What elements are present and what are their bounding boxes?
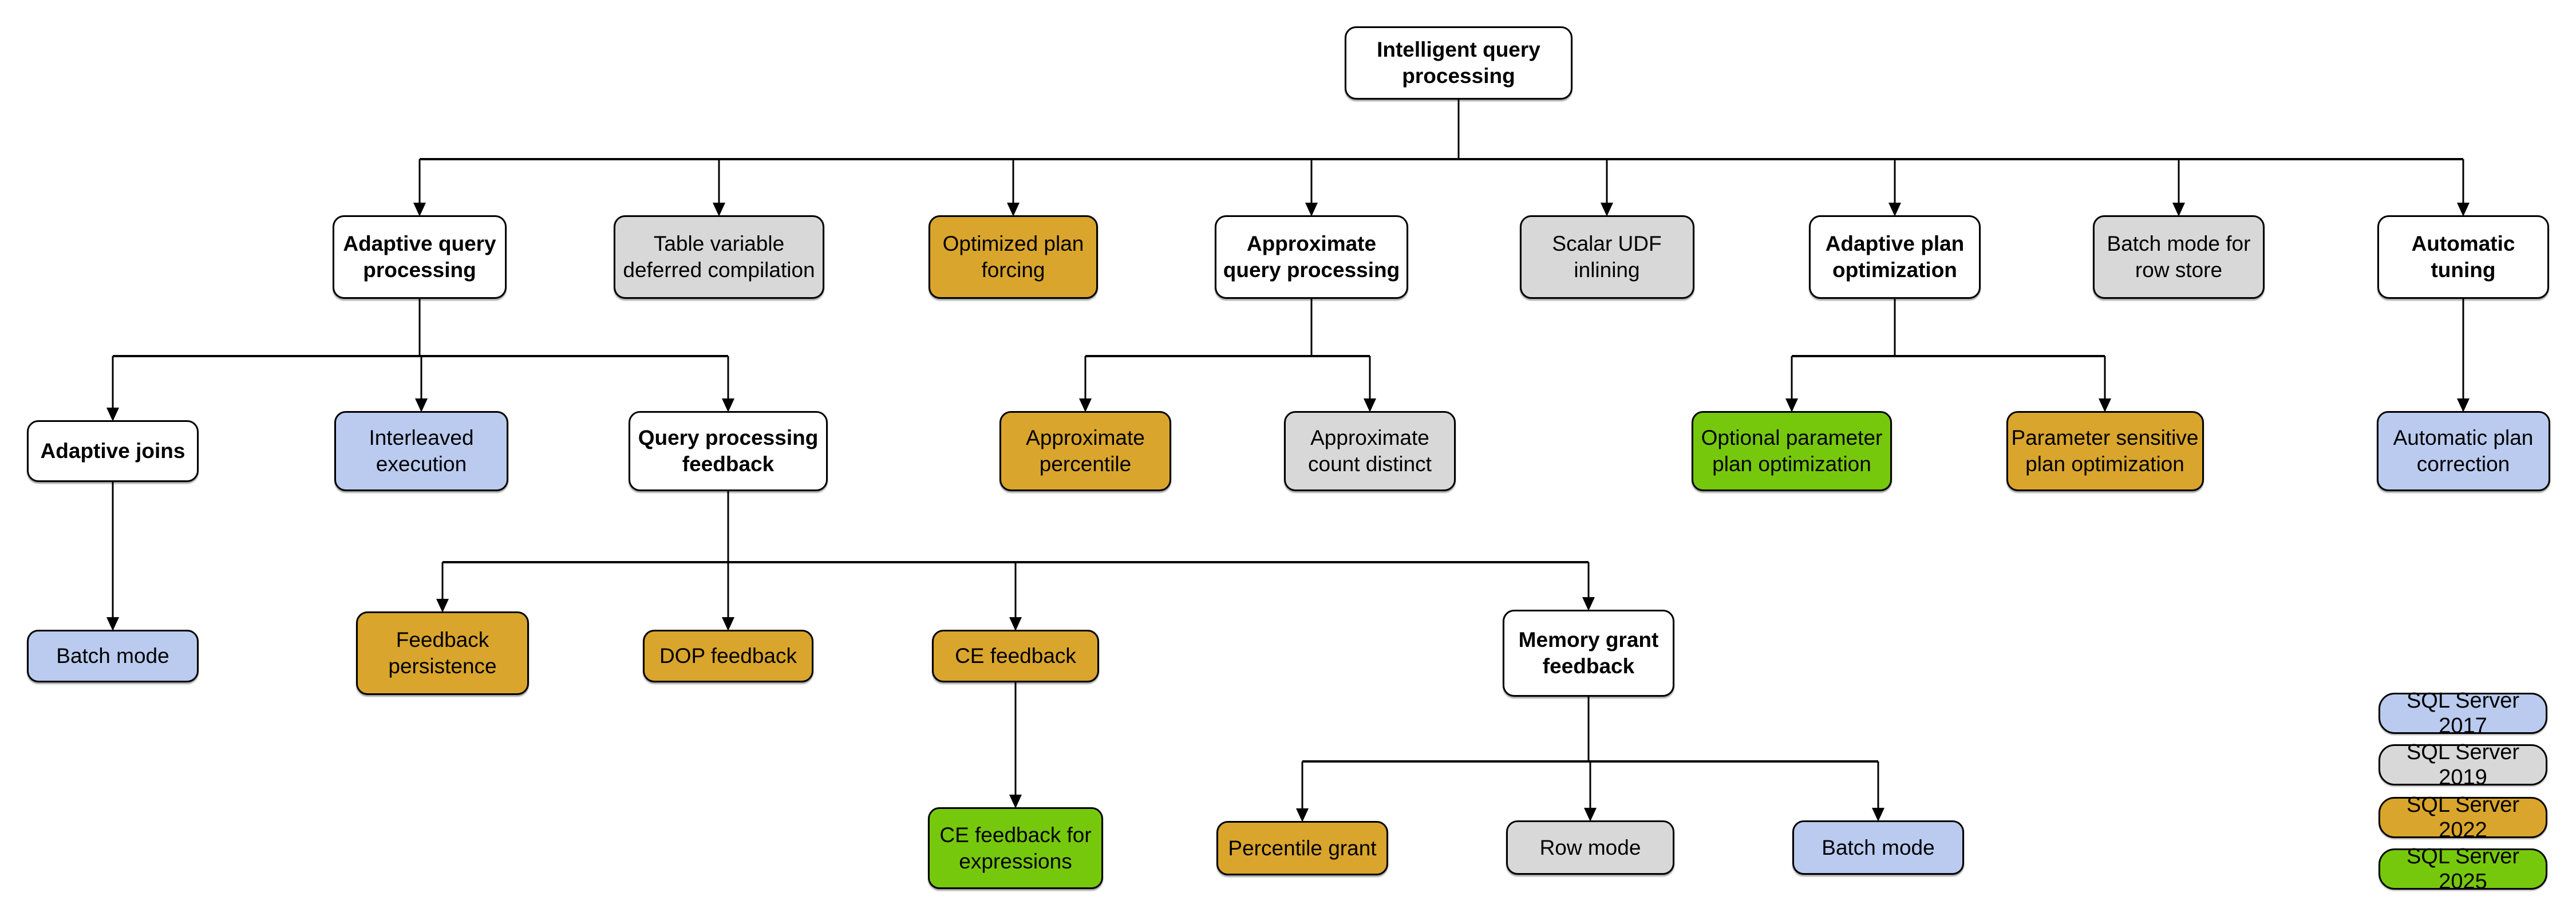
node-rm: Row mode [1506,820,1674,875]
arrowhead [1009,617,1022,631]
legend-label: SQL Server 2022 [2406,793,2520,842]
node-apo: Adaptive plan optimization [1809,215,1981,299]
node-label: Adaptive query processing [343,232,496,282]
arrowhead [1305,203,1318,216]
node-acd: Approximate count distinct [1284,411,1456,491]
node-label: Scalar UDF inlining [1552,232,1662,282]
node-dop: DOP feedback [643,630,813,682]
node-approxqp: Approximate query processing [1215,215,1408,299]
node-at: Automatic tuning [2377,215,2549,299]
arrowhead [1888,203,1901,216]
node-bm2: Batch mode [1792,820,1964,875]
arrowhead [722,398,734,412]
node-label: Memory grant feedback [1518,628,1659,678]
arrowhead [436,599,449,613]
node-label: Parameter sensitive plan optimization [2011,426,2199,476]
arrowhead [106,617,119,631]
arrowhead [1872,808,1884,822]
arrowhead [713,203,725,216]
arrowhead [1009,795,1022,808]
node-label: Approximate percentile [1026,426,1145,476]
arrowhead [1296,808,1309,822]
node-bm1: Batch mode [27,630,199,682]
arrowhead [1007,203,1020,216]
arrowhead [2172,203,2185,216]
node-label: Approximate count distinct [1308,426,1432,476]
node-mgf: Memory grant feedback [1503,610,1674,697]
node-label: Percentile grant [1228,836,1377,860]
node-label: Adaptive plan optimization [1825,232,1965,282]
node-label: Batch mode for row store [2107,232,2251,282]
arrowhead [1364,398,1376,412]
node-sudf: Scalar UDF inlining [1519,215,1694,299]
node-label: Optional parameter plan optimization [1701,426,1883,476]
arrowhead [415,398,428,412]
node-label: CE feedback [955,644,1076,668]
node-fp: Feedback persistence [356,611,529,695]
node-label: DOP feedback [659,644,797,668]
legend-item-sql-server-2022: SQL Server 2022 [2379,793,2547,842]
node-label: CE feedback for expressions [939,823,1092,873]
node-label: Feedback persistence [388,628,497,678]
legend-label: SQL Server 2019 [2406,740,2520,789]
node-label: Approximate query processing [1223,232,1400,282]
arrowhead [1785,398,1798,412]
node-label: Interleaved execution [369,426,474,476]
node-pg: Percentile grant [1216,821,1388,875]
node-tvdc: Table variable deferred compilation [614,215,824,299]
node-pspo: Parameter sensitive plan optimization [2006,411,2204,491]
legend-label: SQL Server 2025 [2406,844,2520,894]
node-label: Optimized plan forcing [942,232,1084,282]
node-aj: Adaptive joins [27,420,199,482]
node-label: Query processing feedback [638,426,819,476]
arrowhead [2457,203,2470,216]
node-cef: CE feedback [932,630,1099,682]
node-label: Batch mode [56,644,169,668]
node-apc: Automatic plan correction [2376,411,2550,491]
node-label: Adaptive joins [40,439,185,463]
arrowhead [1079,398,1092,412]
legend-item-sql-server-2017: SQL Server 2017 [2379,689,2547,738]
node-aqp: Adaptive query processing [333,215,507,299]
arrowhead [413,203,426,216]
arrowhead [2457,398,2470,412]
legend-label: SQL Server 2017 [2406,689,2520,738]
node-qpf: Query processing feedback [629,411,828,491]
arrowhead [1582,597,1595,611]
node-label: Table variable deferred compilation [623,232,815,282]
arrowhead [1601,203,1613,216]
arrowhead [722,617,734,631]
node-apct: Approximate percentile [999,411,1171,491]
node-label: Batch mode [1822,835,1935,859]
node-opf: Optimized plan forcing [929,215,1098,299]
node-oppo: Optional parameter plan optimization [1692,411,1892,491]
node-label: Row mode [1539,835,1641,859]
arrowhead [1584,808,1597,822]
node-label: Automatic plan correction [2393,426,2534,476]
legend-item-sql-server-2019: SQL Server 2019 [2379,740,2547,789]
arrowhead [106,408,119,421]
arrowhead [2099,398,2111,412]
node-cefe: CE feedback for expressions [928,807,1103,889]
node-label: Automatic tuning [2411,232,2515,282]
legend-item-sql-server-2025: SQL Server 2025 [2379,844,2547,894]
node-bmrs: Batch mode for row store [2093,215,2265,299]
node-iqp: Intelligent query processing [1345,26,1573,100]
node-ie: Interleaved execution [334,411,508,491]
node-label: Intelligent query processing [1377,38,1540,88]
